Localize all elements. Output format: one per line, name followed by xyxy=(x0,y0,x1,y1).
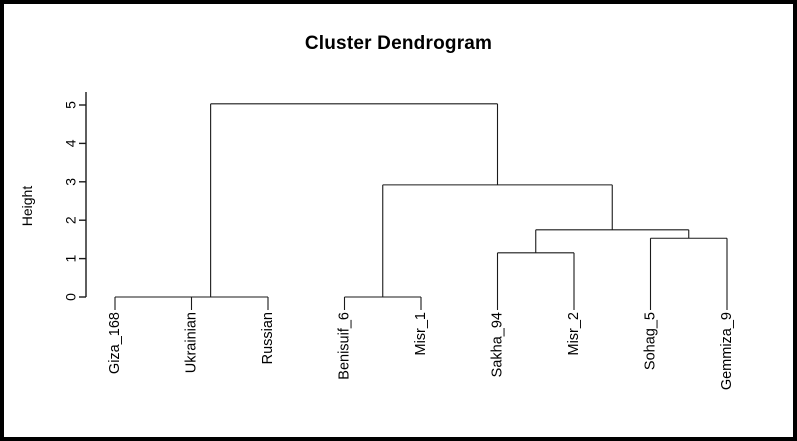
leaf-label-group: Giza_168 Ukrainian Russian Benisuif_6 Misr_1… xyxy=(107,312,735,390)
leaf-label: Misr_1 xyxy=(413,312,429,356)
leaf-label: Benisuif_6 xyxy=(336,312,352,380)
y-axis-tick-label: 3 xyxy=(63,178,79,186)
leaf-label: Sakha_94 xyxy=(489,312,505,377)
dendrogram-tree xyxy=(114,103,728,310)
leaf-label: Gemmiza_9 xyxy=(719,312,735,390)
y-axis-tick-label: 5 xyxy=(63,101,79,109)
leaf-label: Sohag_5 xyxy=(642,312,658,370)
y-axis: 0 1 2 3 4 5 xyxy=(63,92,87,301)
leaf-label: Russian xyxy=(260,312,276,364)
leaf-label: Misr_2 xyxy=(566,312,582,356)
y-axis-tick-label: 4 xyxy=(63,139,79,147)
y-axis-tick-label: 2 xyxy=(63,216,79,224)
leaf-label: Giza_168 xyxy=(107,312,123,374)
page-title: Cluster Dendrogram xyxy=(304,33,493,54)
y-axis-tick-label: 0 xyxy=(63,293,79,301)
y-axis-tick-label: 1 xyxy=(63,254,79,262)
leaf-label: Ukrainian xyxy=(183,312,199,373)
